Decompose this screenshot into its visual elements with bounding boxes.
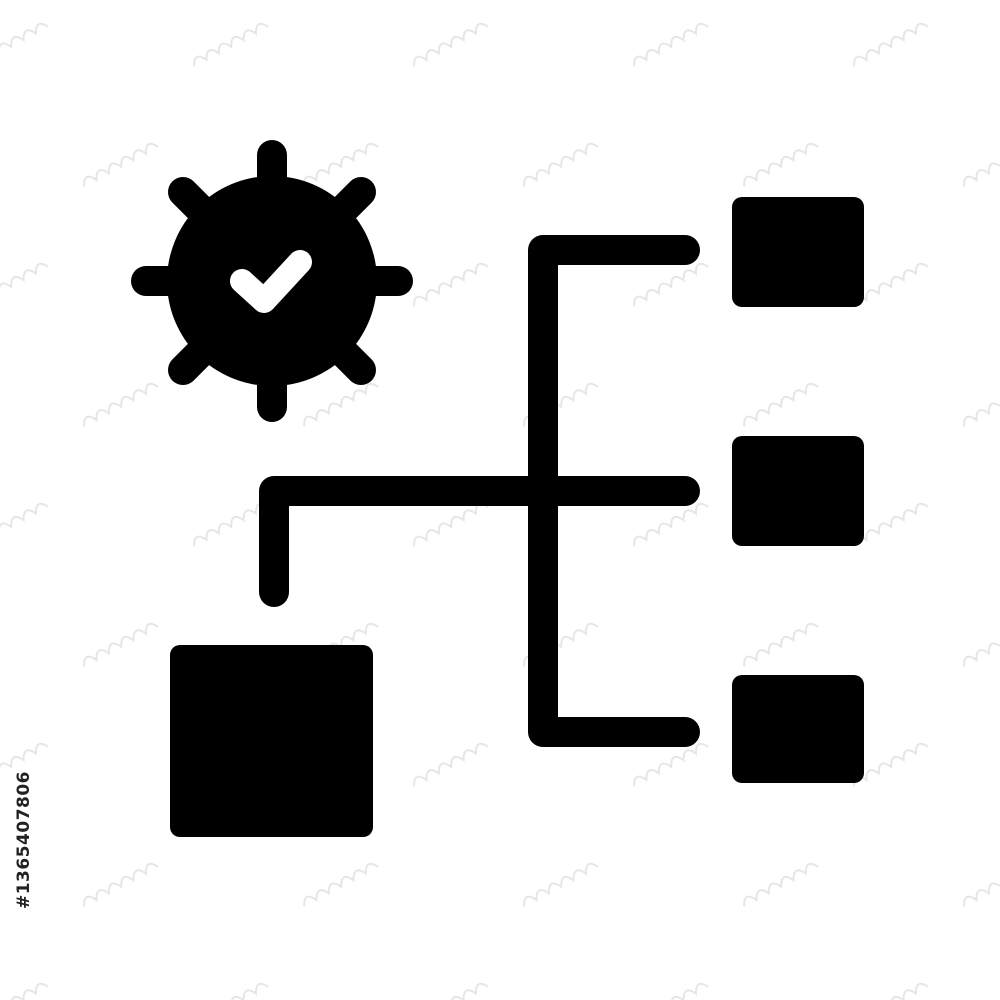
stock-id-label: #1365407806 [4, 755, 44, 925]
source-link-line [259, 476, 558, 607]
gear-teeth [131, 140, 413, 422]
target-square-top [732, 197, 864, 307]
gear-with-checkmark-icon [131, 140, 413, 422]
source-square [170, 645, 373, 837]
target-square-middle [732, 436, 864, 546]
checkmark-icon [230, 250, 312, 313]
stock-id-text: #1365407806 [14, 770, 34, 910]
connector-lines [259, 235, 700, 747]
target-square-bottom [732, 675, 864, 783]
